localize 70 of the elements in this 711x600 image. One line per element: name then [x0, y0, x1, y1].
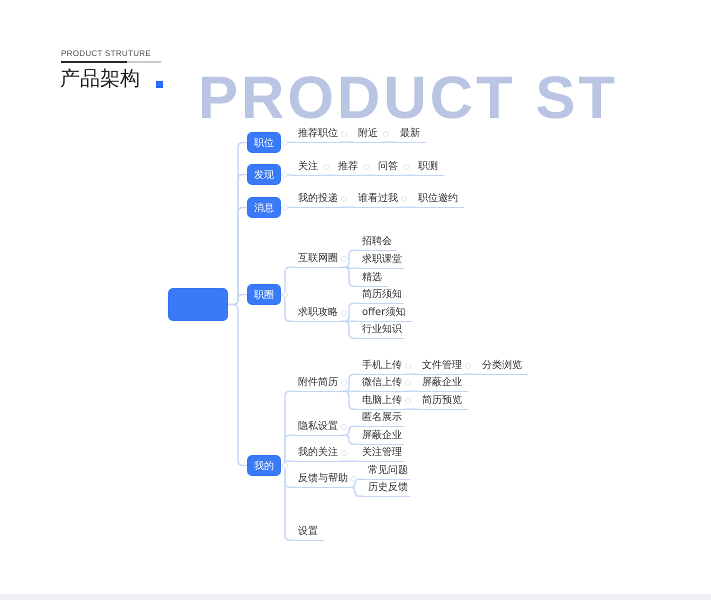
topic-label: 谁看过我 [354, 192, 400, 208]
connector-line [279, 266, 294, 296]
topic-label: 推荐 [334, 160, 362, 176]
topic-label: offer须知 [358, 306, 412, 322]
topic-label: 最新 [396, 127, 426, 143]
topic-box: 我的 [247, 455, 281, 476]
connector-line [382, 142, 396, 143]
topic-label: 屏蔽企业 [358, 429, 404, 445]
topic-label: 我的投递 [294, 192, 340, 208]
connector-line [340, 142, 354, 143]
topic-label: 简历预览 [418, 394, 468, 410]
topic-label: 屏蔽企业 [418, 376, 468, 392]
topic-box: 发现 [247, 164, 281, 185]
topic-box: 职圈 [247, 284, 281, 305]
root-box [168, 288, 228, 321]
topic-label: 精选 [358, 271, 388, 287]
connector-line [279, 464, 294, 541]
connector-line [350, 478, 364, 488]
connector-line [279, 434, 294, 466]
connector-line [402, 174, 414, 176]
topic-label: 电脑上传 [358, 394, 404, 410]
topic-label: 隐私设置 [294, 420, 340, 436]
topic-label: 关注 [294, 160, 322, 176]
topic-label: 手机上传 [358, 359, 404, 375]
connector-line [228, 304, 247, 466]
topic-label: 我的关注 [294, 446, 340, 462]
topic-label: 求职课堂 [358, 253, 404, 269]
topic-label: 反馈与帮助 [294, 472, 350, 488]
connector-line [464, 374, 478, 375]
connector-line [350, 486, 364, 497]
topic-label: 微信上传 [358, 376, 404, 392]
topic-label: 历史反馈 [364, 481, 410, 497]
topic-label: 职测 [414, 160, 444, 176]
topic-label: 简历须知 [358, 288, 404, 304]
topic-label: 分类浏览 [478, 359, 528, 375]
subtitle: PRODUCT STRUTURE [61, 49, 151, 58]
connector-line [362, 174, 374, 176]
connector-line [400, 206, 414, 208]
topic-label: 招聘会 [358, 235, 396, 251]
topic-label: 求职攻略 [294, 306, 340, 322]
topic-box: 职位 [247, 132, 281, 153]
topic-box: 消息 [247, 197, 281, 218]
topic-label: 问答 [374, 160, 402, 176]
connector-line [280, 142, 294, 144]
title: 产品架构 [60, 65, 140, 92]
connector-line [404, 374, 418, 375]
topic-label: 关注管理 [358, 446, 404, 462]
connector-line [322, 174, 334, 176]
topic-label: 常见问题 [364, 464, 410, 480]
topic-label: 附近 [354, 127, 382, 143]
topic-label: 职位邀约 [414, 192, 464, 208]
topic-label: 文件管理 [418, 359, 464, 375]
connector-line [280, 174, 294, 176]
connector-line [340, 320, 358, 339]
topic-label: 附件简历 [294, 376, 340, 392]
topic-label: 行业知识 [358, 323, 404, 339]
connector-line [340, 460, 358, 462]
topic-label: 匿名展示 [358, 411, 404, 427]
connector-line [279, 294, 294, 322]
connector-line [340, 206, 354, 208]
connector-line [280, 206, 294, 208]
topic-label: 设置 [294, 525, 324, 541]
connector-line [404, 390, 418, 392]
connector-line [340, 390, 358, 410]
topic-label: 推荐职位 [294, 127, 340, 143]
topic-label: 互联网圈 [294, 252, 340, 268]
connector-line [340, 266, 358, 287]
connector-line [404, 408, 418, 410]
background-text: PRODUCT ST [198, 68, 618, 128]
connector-line [340, 434, 358, 445]
